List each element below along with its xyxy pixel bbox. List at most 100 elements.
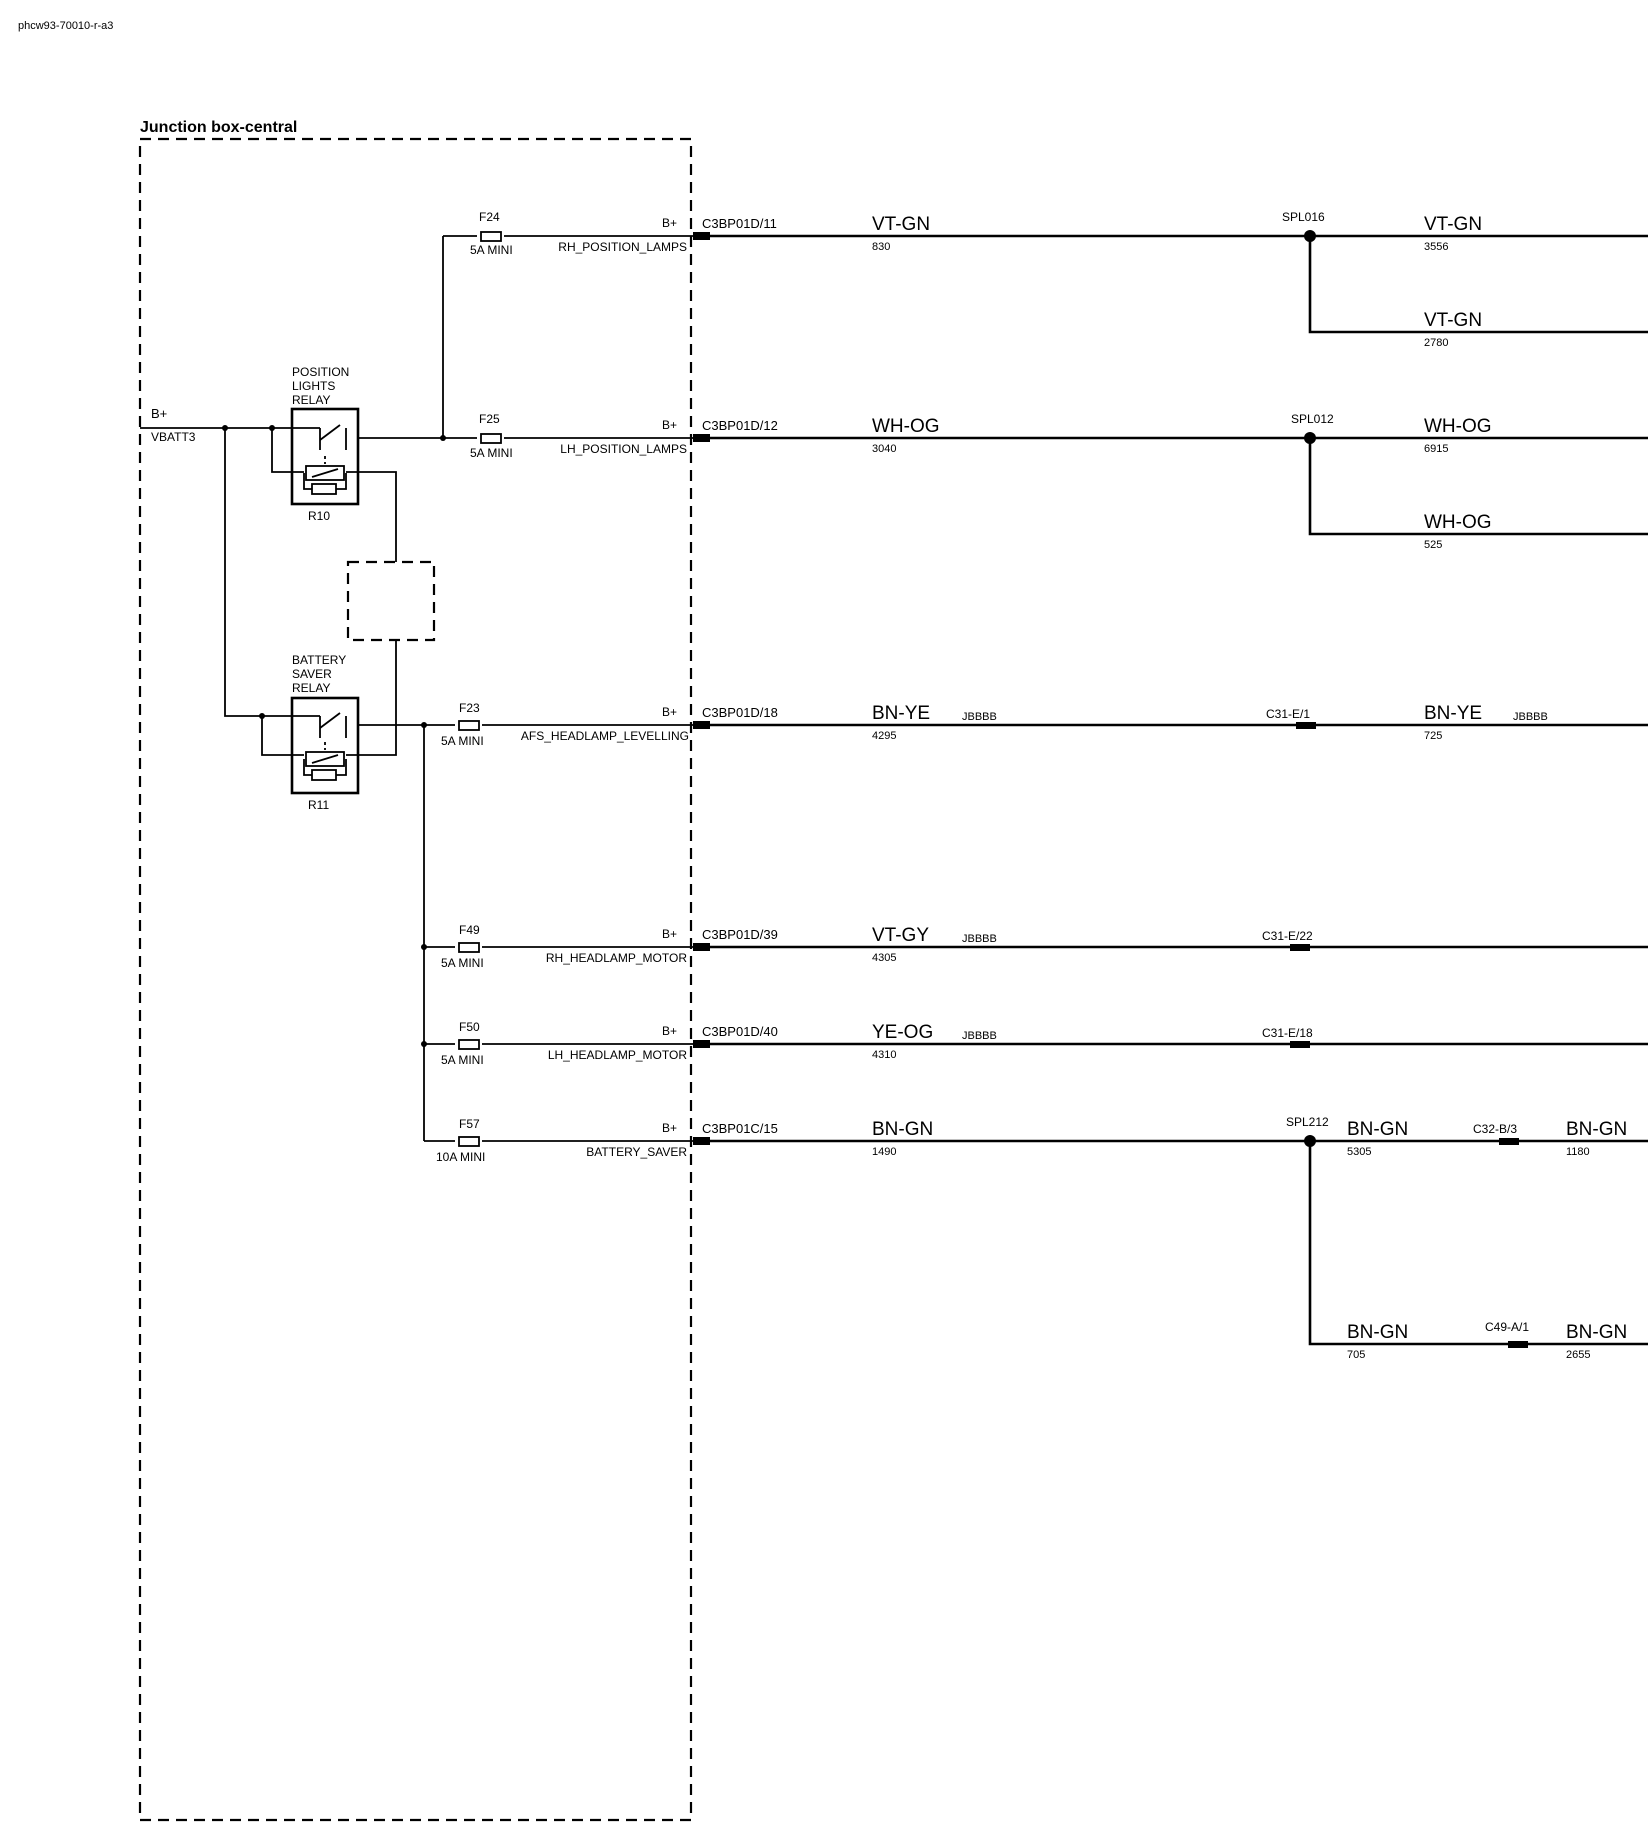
signal-label: AFS_HEADLAMP_LEVELLING [521,729,689,743]
connector-c31-e-1: C31-E/1 BN-YE 725 JBBBB [1266,703,1548,742]
connector-pin [693,434,710,442]
fuse-rating: 10A MINI [436,1150,485,1164]
circuit-battery-saver: B+ BATTERY_SAVER C3BP01C/15 BN-GN 1490 [586,1119,1648,1159]
circuit-rh-position: B+ RH_POSITION_LAMPS C3BP01D/11 VT-GN 83… [558,214,1648,254]
connector-label: C32-B/3 [1473,1122,1517,1136]
wire-color: BN-GN [1566,1119,1627,1140]
harness-tag: JBBBB [962,711,997,723]
wire-color: WH-OG [872,416,940,437]
pin-label: C3BP01C/15 [702,1121,778,1136]
wire-number: 2655 [1566,1349,1590,1361]
wire-color: VT-GN [1424,310,1482,331]
wire-color: BN-GN [1347,1119,1408,1140]
supply-wiring [140,425,443,756]
wire-number: 705 [1347,1349,1365,1361]
connector-label: C49-A/1 [1485,1320,1529,1334]
pin-label: C3BP01D/11 [702,216,777,231]
connector-pin [693,721,710,729]
fuse-rating: 5A MINI [441,1053,484,1067]
fuse-id: F49 [459,923,480,937]
supply-net: VBATT3 [151,430,196,444]
relay-name-line: SAVER [292,667,332,681]
wire-color: BN-YE [872,703,930,724]
circuit-rh-headlamp-motor: B+ RH_HEADLAMP_MOTOR C3BP01D/39 VT-GY 43… [546,925,1648,965]
fuse-id: F23 [459,701,480,715]
junction-box-title: Junction box-central [140,119,297,136]
relay-ref: R11 [308,798,329,812]
signal-label: LH_HEADLAMP_MOTOR [548,1048,687,1062]
fuse-id: F24 [479,210,500,224]
relay-link-box [346,560,436,642]
connector-c49-a-1 [1508,1341,1528,1348]
harness-tag: JBBBB [1513,711,1548,723]
wire-number: 4310 [872,1049,896,1061]
wire-color: BN-GN [1566,1322,1627,1343]
fuse-rating: 5A MINI [441,956,484,970]
wire-number: 3040 [872,443,896,455]
circuit-lh-headlamp-motor: B+ LH_HEADLAMP_MOTOR C3BP01D/40 YE-OG 43… [548,1022,1648,1062]
wire-number: 6915 [1424,443,1448,455]
wire-color: WH-OG [1424,512,1492,533]
position-lights-relay: POSITION LIGHTS RELAY R10 [290,365,360,523]
fuse: F23 5A MINI [441,701,484,748]
pin-label: C3BP01D/39 [702,927,778,942]
fuse-rating: 5A MINI [470,243,513,257]
splice-label: SPL212 [1286,1115,1329,1129]
wire-color: VT-GY [872,925,929,946]
wire-number: 1490 [872,1146,896,1158]
connector-pin [693,943,710,951]
battery-saver-relay: BATTERY SAVER RELAY R11 [290,653,360,812]
wire-number: 830 [872,241,890,253]
connector-c32-b-3 [1499,1138,1519,1145]
pin-label: C3BP01D/12 [702,418,778,433]
signal-label: RH_HEADLAMP_MOTOR [546,951,687,965]
wire-number: 3556 [1424,241,1448,253]
bplus-label: B+ [662,927,677,941]
wire-number: 725 [1424,730,1442,742]
wire-color: WH-OG [1424,416,1492,437]
splice-spl012: SPL012 WH-OG 6915 WH-OG 525 [1291,412,1648,551]
wire-number: 2780 [1424,337,1448,349]
wire-color: YE-OG [872,1022,933,1043]
pin-label: C3BP01D/18 [702,705,778,720]
connector-pin [693,232,710,240]
fuse-rating: 5A MINI [441,734,484,748]
splice-label: SPL012 [1291,412,1334,426]
wire-number: 1180 [1566,1146,1590,1158]
wire-number: 525 [1424,539,1442,551]
wire-color: BN-YE [1424,703,1482,724]
relay-name-line: BATTERY [292,653,346,667]
bplus-label: B+ [662,705,677,719]
fuse: F57 10A MINI [436,1117,485,1164]
harness-tag: JBBBB [962,1030,997,1042]
fuse-id: F50 [459,1020,480,1034]
connector-label: C31-E/1 [1266,707,1310,721]
connector-c31-e-22: C31-E/22 [1262,929,1313,951]
relay-name-line: RELAY [292,681,330,695]
splice-spl016: SPL016 VT-GN 3556 VT-GN 2780 [1282,210,1648,349]
splice-label: SPL016 [1282,210,1325,224]
wire-number: 5305 [1347,1146,1371,1158]
fuse-id: F25 [479,412,500,426]
wire-color: BN-GN [1347,1322,1408,1343]
fuse: F24 5A MINI [470,210,513,257]
signal-label: BATTERY_SAVER [586,1145,687,1159]
connector-pin [693,1137,710,1145]
fuse: F49 5A MINI [441,923,484,970]
bplus-label: B+ [662,1024,677,1038]
bplus-label: B+ [662,418,677,432]
splice-spl212: SPL212 BN-GN 5305 C32-B/3 BN-GN 1180 BN-… [1286,1115,1648,1361]
fuse-rating: 5A MINI [470,446,513,460]
signal-label: RH_POSITION_LAMPS [558,240,687,254]
wire-number: 4305 [872,952,896,964]
wire-color: BN-GN [872,1119,933,1140]
relay-name-line: RELAY [292,393,330,407]
wire-number: 4295 [872,730,896,742]
document-id: phcw93-70010-r-a3 [18,20,113,32]
bplus-label: B+ [662,216,677,230]
fuse-id: F57 [459,1117,480,1131]
connector-pin [693,1040,710,1048]
wire-color: VT-GN [872,214,930,235]
pin-label: C3BP01D/40 [702,1024,778,1039]
fuse-bus-wiring [421,235,693,1142]
